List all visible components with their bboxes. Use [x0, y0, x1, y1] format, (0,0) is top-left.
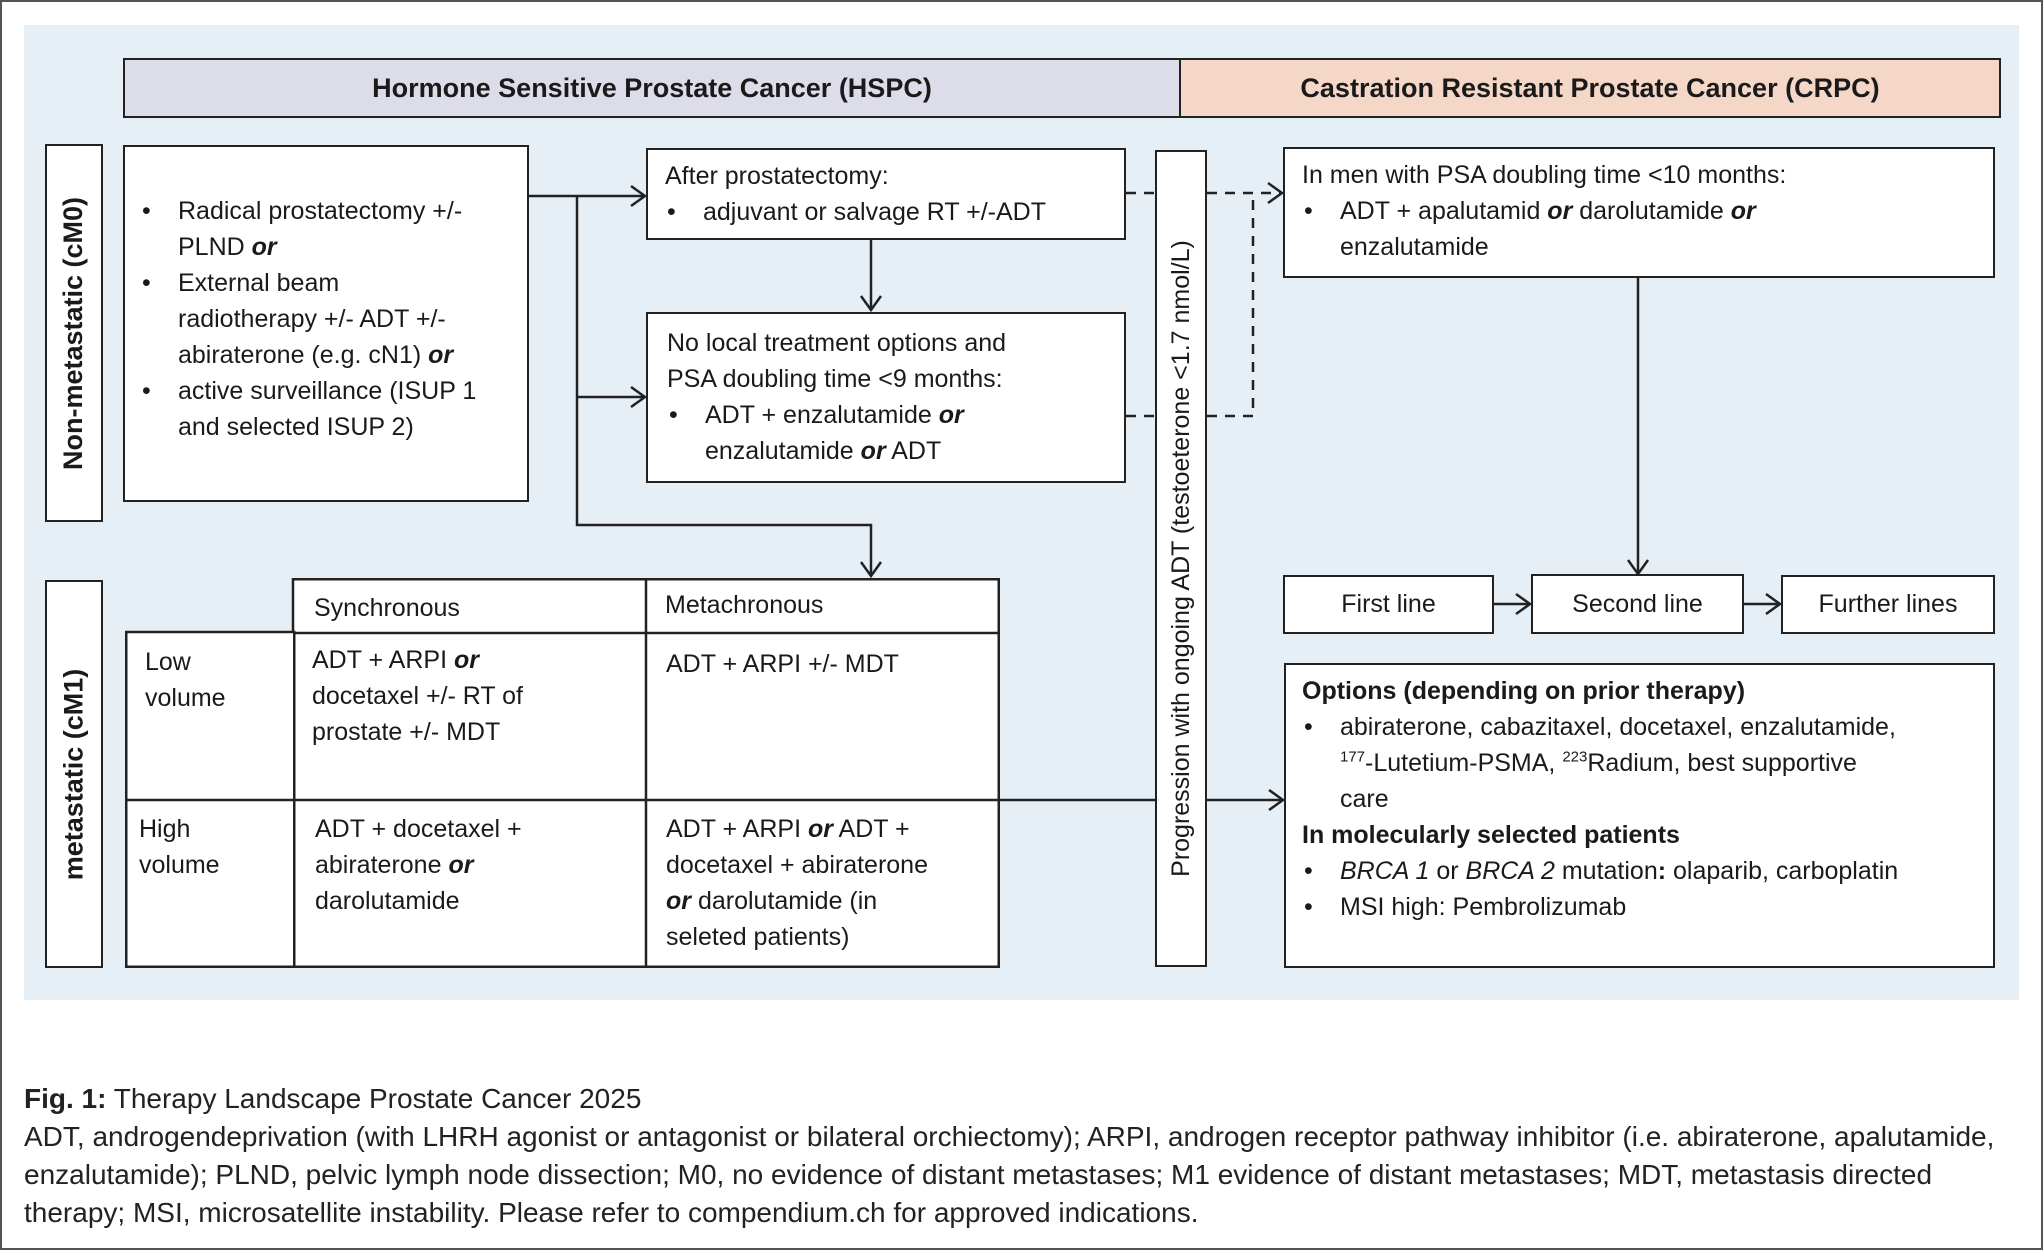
options-title: Options (depending on prior therapy) [1302, 677, 1746, 705]
options-item-drugs: abiraterone, cabazitaxel, docetaxel, enz… [1302, 709, 1992, 817]
hspc-header: Hormone Sensitive Prostate Cancer (HSPC) [123, 58, 1181, 118]
progression-label-box: Progression with ongoing ADT (testoetero… [1155, 150, 1207, 967]
dashed-connector-vertical [1207, 193, 1255, 418]
non-metastatic-label: Non-metastatic (cM0) [58, 196, 89, 470]
col-header-synchronous: Synchronous [314, 594, 460, 622]
options-item-msi: MSI high: Pembrolizumab [1302, 889, 1992, 925]
options-item-brca: BRCA 1 or BRCA 2 mutation: olaparib, car… [1302, 853, 1992, 889]
crpc-header-label: Castration Resistant Prostate Cancer (CR… [1300, 72, 1880, 103]
caption-title-line: Fig. 1: Therapy Landscape Prostate Cance… [24, 1080, 2019, 1118]
cell-low-metachronous: ADT + ARPI +/- MDT [666, 650, 899, 678]
second-line-box: Second line [1531, 574, 1744, 634]
further-lines-label: Further lines [1818, 590, 1958, 618]
no-local-text: No local treatment options and PSA doubl… [667, 325, 1122, 469]
molecular-title: In molecularly selected patients [1302, 821, 1680, 849]
first-line-label: First line [1341, 590, 1436, 618]
caption-title: Therapy Landscape Prostate Cancer 2025 [106, 1083, 642, 1114]
after-prostatectomy-text: After prostatectomy: adjuvant or salvage… [665, 158, 1120, 230]
first-line-box: First line [1283, 575, 1494, 634]
cell-high-metachronous: ADT + ARPI or ADT +docetaxel + abiratero… [666, 815, 928, 951]
local-therapy-list: Radical prostatectomy +/-PLND or Externa… [140, 193, 520, 445]
psa-doubling-title: In men with PSA doubling time <10 months… [1302, 161, 1787, 189]
col-header-metachronous: Metachronous [665, 591, 824, 619]
hspc-header-label: Hormone Sensitive Prostate Cancer (HSPC) [372, 72, 932, 103]
local-item-prostatectomy: Radical prostatectomy +/-PLND or [140, 193, 520, 265]
metastatic-label: metastatic (cM1) [58, 668, 89, 880]
second-line-label: Second line [1572, 589, 1703, 618]
crpc-header: Castration Resistant Prostate Cancer (CR… [1179, 58, 2001, 118]
psa-doubling-text: In men with PSA doubling time <10 months… [1302, 157, 1992, 265]
after-prostatectomy-title: After prostatectomy: [665, 162, 889, 190]
no-local-line2: PSA doubling time <9 months: [667, 365, 1003, 393]
progression-label: Progression with ongoing ADT (testoetero… [1166, 240, 1195, 877]
caption-body: ADT, androgendeprivation (with LHRH agon… [24, 1121, 1995, 1228]
table-grid [125, 578, 1000, 968]
psa-doubling-item: ADT + apalutamid or darolutamide orenzal… [1302, 193, 1992, 265]
further-lines-box: Further lines [1781, 575, 1995, 634]
no-local-line1: No local treatment options and [667, 329, 1007, 357]
caption-fig-label: Fig. 1: [24, 1083, 107, 1114]
figure-caption: Fig. 1: Therapy Landscape Prostate Cance… [24, 1080, 2019, 1232]
arrow-to-metastatic-table [575, 196, 873, 576]
metastatic-label-box: metastatic (cM1) [45, 580, 103, 968]
options-text: Options (depending on prior therapy) abi… [1302, 673, 1992, 925]
after-prostatectomy-item: adjuvant or salvage RT +/-ADT [665, 194, 1120, 230]
non-metastatic-label-box: Non-metastatic (cM0) [45, 144, 103, 522]
